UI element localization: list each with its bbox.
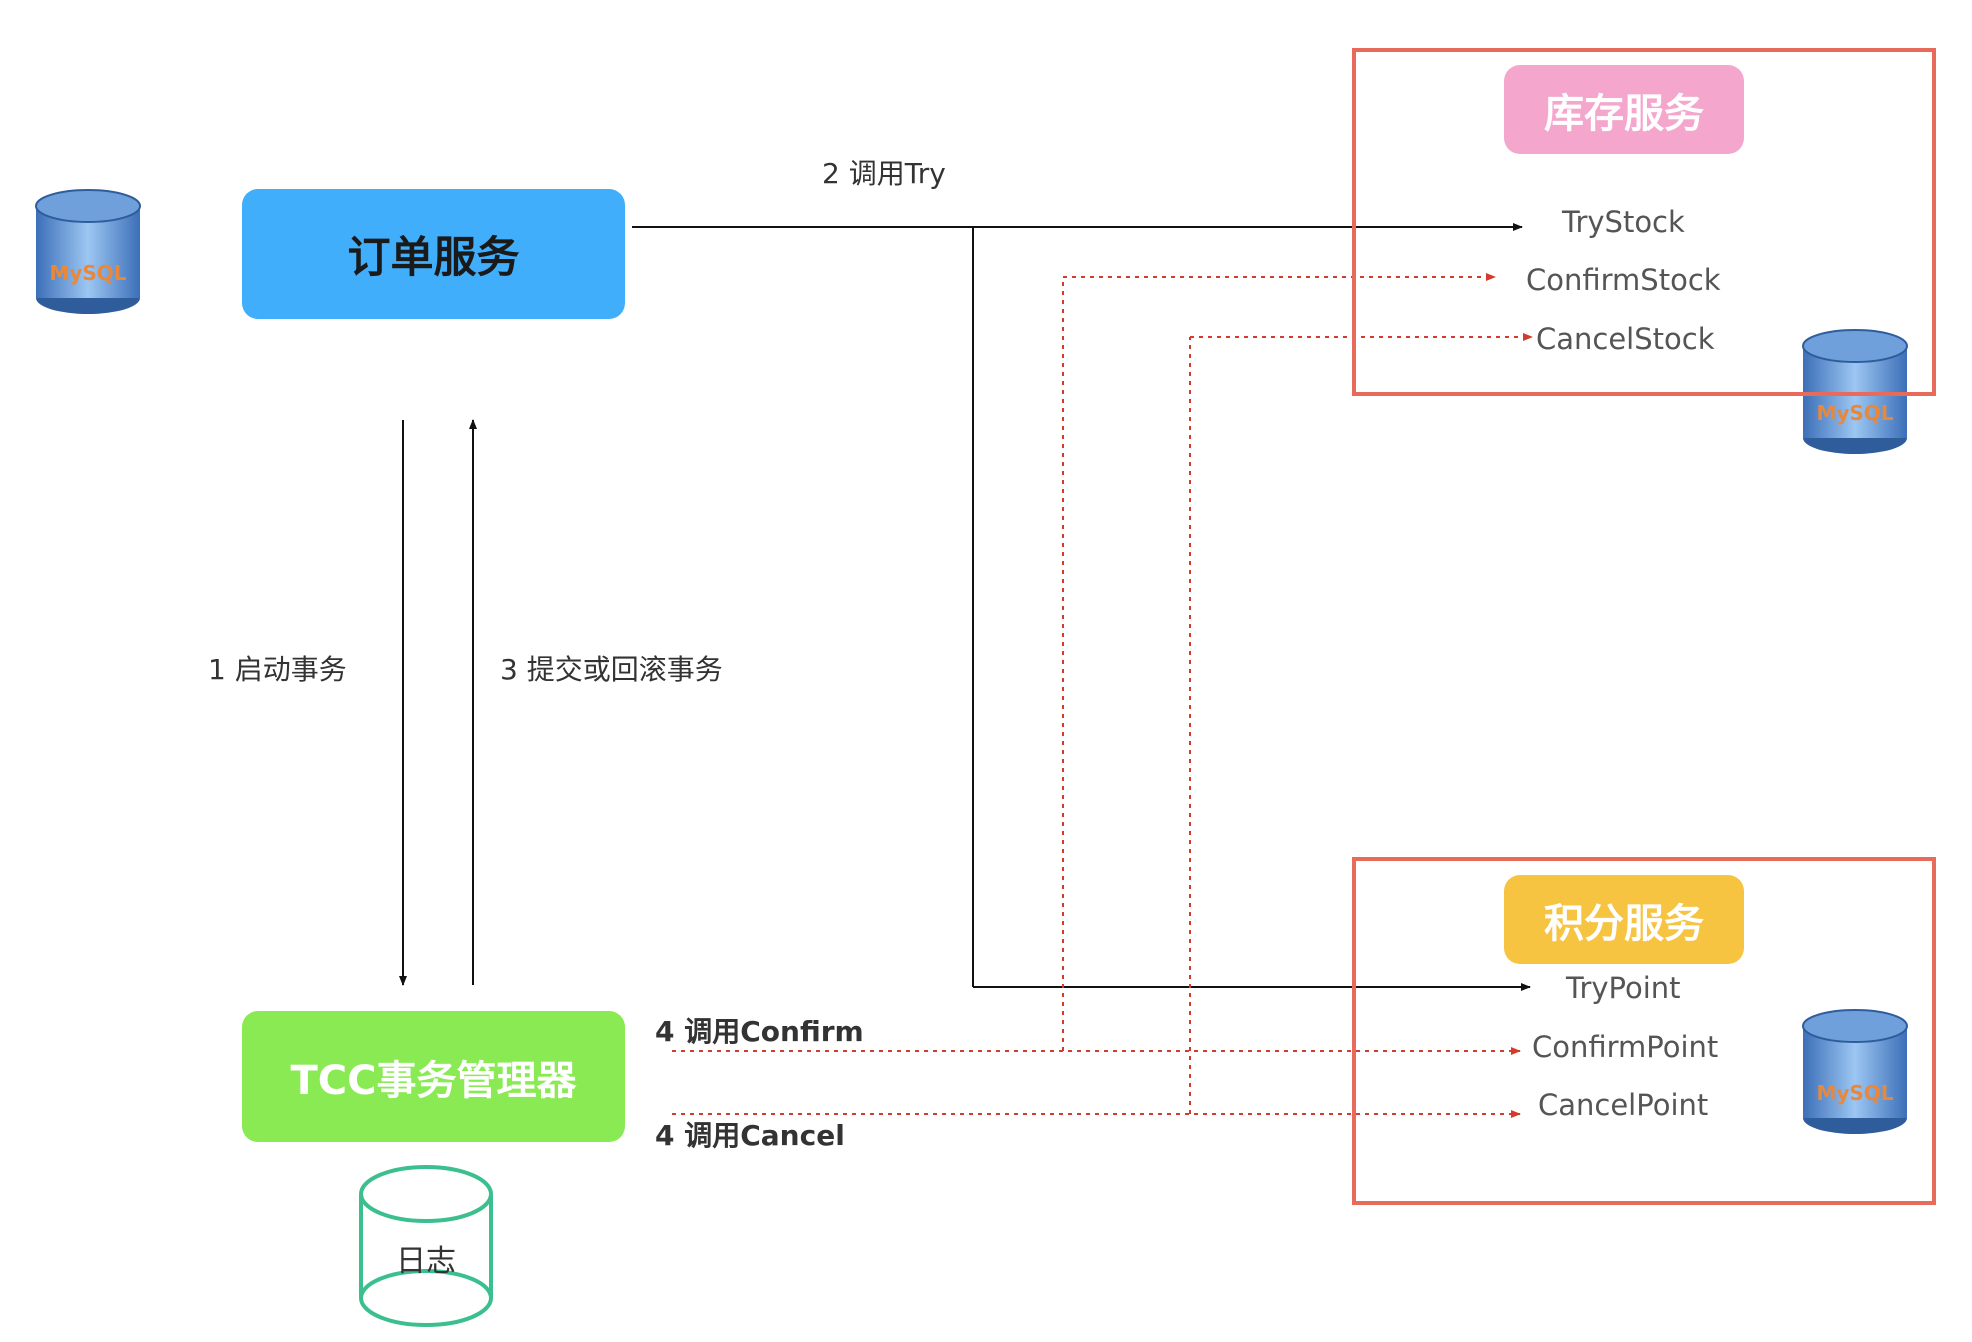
tcc-manager-label: TCC事务管理器 — [290, 1057, 577, 1104]
edge-label-commit-rollback: 3 提交或回滚事务 — [500, 653, 723, 686]
edge-label-call-confirm: 4 调用Confirm — [655, 1015, 864, 1048]
stock-service-label: 库存服务 — [1544, 90, 1704, 137]
method-try-point: TryPoint — [1566, 971, 1681, 1005]
point-service-frame — [1352, 857, 1936, 1205]
point-service-label: 积分服务 — [1544, 900, 1704, 947]
confirm-arrows — [672, 273, 1521, 1055]
log-label: 日志 — [396, 1244, 456, 1279]
mysql-text: MySQL — [1816, 1081, 1893, 1105]
edge-label-call-cancel: 4 调用Cancel — [655, 1119, 845, 1152]
log-storage-icon — [359, 1165, 493, 1327]
point-service-title[interactable]: 积分服务 — [1504, 875, 1744, 964]
tx-arrows — [399, 419, 477, 986]
edge-label-start-tx: 1 启动事务 — [208, 653, 347, 686]
stock-service-title[interactable]: 库存服务 — [1504, 65, 1744, 154]
method-confirm-point: ConfirmPoint — [1532, 1030, 1719, 1064]
mysql-database-icon: MySQL — [35, 189, 141, 314]
method-confirm-stock: ConfirmStock — [1526, 263, 1721, 297]
try-arrows — [632, 223, 1531, 991]
order-service-label: 订单服务 — [347, 233, 520, 283]
order-service-box[interactable]: 订单服务 — [242, 189, 625, 319]
tcc-manager-box[interactable]: TCC事务管理器 — [242, 1011, 625, 1142]
cancel-arrows — [672, 333, 1533, 1118]
method-try-stock: TryStock — [1562, 205, 1685, 239]
edge-label-call-try: 2 调用Try — [822, 157, 946, 190]
method-cancel-point: CancelPoint — [1538, 1088, 1709, 1122]
mysql-text: MySQL — [1816, 401, 1893, 425]
method-cancel-stock: CancelStock — [1536, 322, 1715, 356]
mysql-database-icon: MySQL — [1802, 1009, 1908, 1134]
mysql-text: MySQL — [49, 261, 126, 285]
stock-service-frame — [1352, 48, 1936, 396]
